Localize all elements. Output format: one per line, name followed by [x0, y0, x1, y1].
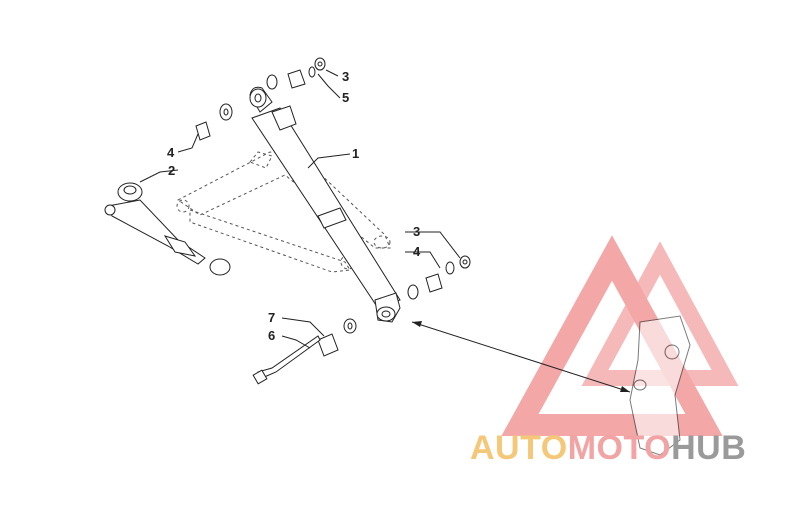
callout-4-lower: 4	[413, 244, 421, 259]
assembly-arrow	[411, 321, 631, 393]
callout-7: 7	[268, 310, 275, 325]
shock-absorber	[249, 86, 401, 323]
watermark-logo	[501, 235, 739, 436]
lower-hardware	[252, 255, 471, 385]
leader-lines	[139, 69, 461, 349]
callout-4-upper: 4	[167, 145, 175, 160]
watermark-text: AUTOMOTOHUB	[470, 429, 746, 467]
callout-6: 6	[268, 328, 275, 343]
watermark-moto: MOTO	[568, 429, 671, 467]
callout-1: 1	[352, 146, 359, 161]
sway-bar-link	[104, 182, 231, 276]
callout-2: 2	[168, 163, 175, 178]
callout-3-lower: 3	[413, 224, 420, 239]
watermark-hub: HUB	[671, 429, 746, 467]
svg-text:AUTOMOTOHUB: AUTOMOTOHUB	[470, 429, 746, 467]
upper-hardware	[195, 57, 326, 141]
callout-5: 5	[342, 90, 349, 105]
callout-labels: 1 2 3 5 4 3 4 7 6	[167, 69, 421, 343]
callout-3-upper: 3	[342, 69, 349, 84]
frame-bracket	[629, 315, 691, 456]
watermark-auto: AUTO	[470, 429, 568, 467]
